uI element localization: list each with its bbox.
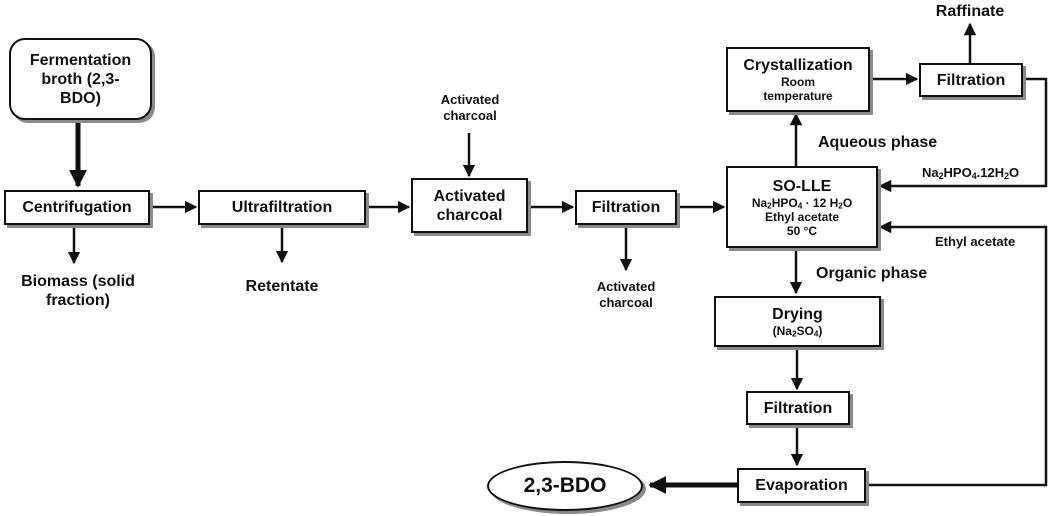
ultrafiltration-node: Ultrafiltration — [198, 190, 366, 225]
crystallization-title: Crystallization — [743, 57, 853, 74]
fermentation-broth-node: Fermentation broth (2,3-BDO) — [9, 38, 152, 120]
drying-title: Drying — [772, 306, 823, 323]
filtration-node-1: Filtration — [575, 190, 677, 225]
filtration-label-1: Filtration — [591, 199, 661, 216]
ultrafiltration-label: Ultrafiltration — [231, 199, 333, 216]
arrow-salt-recycle — [878, 77, 1048, 193]
filtration-node-top: Filtration — [919, 63, 1023, 97]
so-lle-salt: Na2HPO4 · 12 H2O — [751, 195, 853, 211]
raffinate-output-label: Raffinate — [935, 3, 1005, 20]
fermentation-broth-label: Fermentation broth (2,3-BDO) — [29, 51, 132, 107]
activated-charcoal-node: Activated charcoal — [411, 178, 528, 233]
drying-agent: (Na2SO4) — [772, 324, 823, 339]
biomass-output-label: Biomass (solid fraction) — [21, 273, 135, 309]
evaporation-label: Evaporation — [755, 477, 848, 494]
so-lle-node: SO-LLE Na2HPO4 · 12 H2O Ethyl acetate 50… — [726, 166, 878, 248]
filtration-label-2: Filtration — [763, 399, 833, 417]
crystallization-condition: Room temperature — [763, 75, 833, 103]
crystallization-node: Crystallization Room temperature — [726, 47, 870, 112]
product-node: 2,3-BDO — [487, 461, 643, 511]
retentate-output-label: Retentate — [245, 278, 319, 295]
ethyl-acetate-recycle-label: Ethyl acetate — [935, 234, 1016, 249]
so-lle-solvent: Ethyl acetate — [764, 209, 840, 224]
centrifugation-node: Centrifugation — [4, 190, 150, 225]
arrow-ethyl-acetate-recycle — [866, 220, 1048, 487]
organic-phase-label: Organic phase — [816, 265, 928, 282]
activated-charcoal-output-label: Activated charcoal — [596, 279, 656, 310]
evaporation-node: Evaporation — [737, 468, 866, 503]
salt-recycle-label: Na2HPO4.12H2O — [922, 165, 1020, 181]
filtration-label-top: Filtration — [936, 71, 1006, 89]
so-lle-temperature: 50 °C — [786, 223, 818, 238]
activated-charcoal-input-label: Activated charcoal — [440, 92, 500, 123]
filtration-node-2: Filtration — [746, 391, 850, 425]
activated-charcoal-label: Activated charcoal — [433, 187, 506, 224]
so-lle-title: SO-LLE — [772, 177, 832, 195]
drying-node: Drying (Na2SO4) — [714, 296, 881, 347]
product-label: 2,3-BDO — [523, 474, 607, 497]
aqueous-phase-label: Aqueous phase — [818, 134, 938, 151]
centrifugation-label: Centrifugation — [22, 199, 132, 216]
